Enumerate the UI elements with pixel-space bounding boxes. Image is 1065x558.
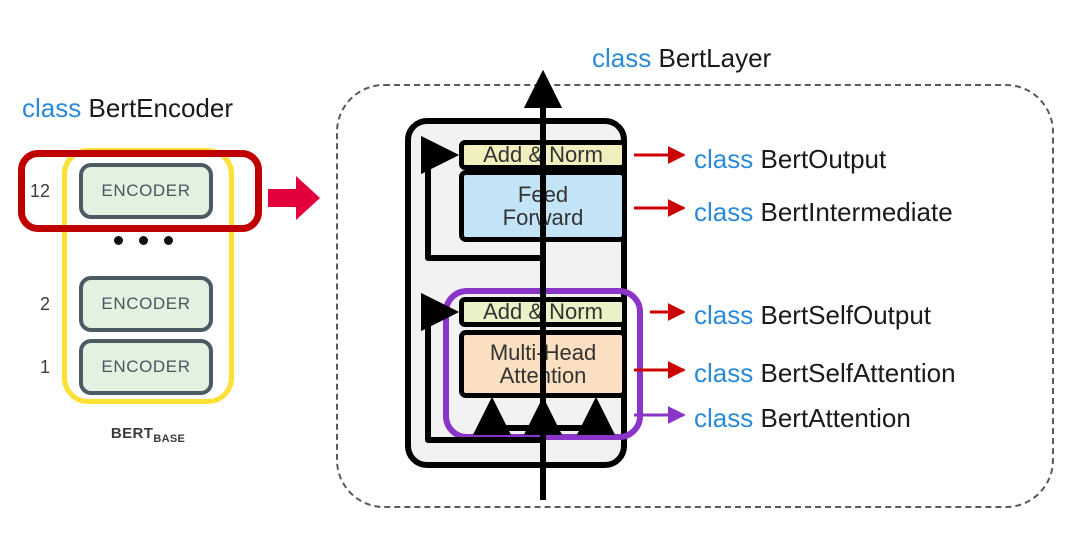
layer-number-1: 1: [39, 357, 50, 377]
add-norm-bottom-label: Add & Norm: [483, 299, 603, 325]
add-norm-top-label: Add & Norm: [483, 142, 603, 168]
bert-layer-highlight-red: [18, 150, 262, 232]
encoder-box-12[interactable]: ENCODER: [79, 163, 213, 219]
callout-label-bert-output: class BertOutput: [694, 144, 886, 175]
encoder-box-label: ENCODER: [101, 294, 191, 313]
layer-number-12: 12: [29, 181, 50, 201]
multi-head-attention-box[interactable]: Multi-Head Attention: [459, 330, 627, 398]
bert-base-main: BERT: [110, 425, 154, 442]
ellipsis-dots: [114, 236, 173, 245]
add-norm-top-box[interactable]: Add & Norm: [459, 140, 627, 170]
keyword-class: class: [694, 358, 754, 388]
feed-forward-label-line2: Forward: [502, 205, 584, 230]
keyword-class: class: [694, 197, 754, 227]
encoder-box-1[interactable]: ENCODER: [79, 339, 213, 395]
class-name: BertLayer: [658, 43, 772, 73]
layer-number-2: 2: [39, 294, 50, 314]
encoder-box-2[interactable]: ENCODER: [79, 276, 213, 332]
keyword-class: class: [592, 43, 652, 73]
callout-label-bert-self-attention: class BertSelfAttention: [694, 358, 956, 389]
keyword-class: class: [22, 93, 82, 123]
encoder-box-label: ENCODER: [101, 181, 191, 200]
feed-forward-box[interactable]: Feed Forward: [459, 170, 627, 242]
feed-forward-label-line1: Feed: [517, 181, 569, 207]
class-name: BertOutput: [760, 144, 887, 174]
multi-head-label-line1: Multi-Head: [489, 339, 597, 365]
class-name: BertEncoder: [88, 93, 234, 123]
multi-head-label-line2: Attention: [499, 363, 587, 388]
encoder-box-label: ENCODER: [101, 357, 191, 376]
keyword-class: class: [694, 300, 754, 330]
class-name: BertIntermediate: [760, 197, 953, 227]
callout-label-bert-attention: class BertAttention: [694, 403, 911, 434]
bert-base-sub: BASE: [153, 433, 186, 445]
right-arrow-icon: [268, 176, 320, 220]
callout-label-bert-intermediate: class BertIntermediate: [694, 197, 953, 228]
keyword-class: class: [694, 144, 754, 174]
bert-encoder-title: class BertEncoder: [22, 93, 233, 124]
class-name: BertSelfOutput: [760, 300, 932, 330]
bert-layer-title: class BertLayer: [592, 43, 771, 74]
callout-label-bert-self-output: class BertSelfOutput: [694, 300, 931, 331]
bert-base-caption: BERTBASE: [62, 425, 234, 445]
add-norm-bottom-box[interactable]: Add & Norm: [459, 297, 627, 327]
class-name: BertSelfAttention: [760, 358, 956, 388]
keyword-class: class: [694, 403, 754, 433]
class-name: BertAttention: [760, 403, 911, 433]
bert-layer-dashed-container: [336, 84, 1054, 508]
